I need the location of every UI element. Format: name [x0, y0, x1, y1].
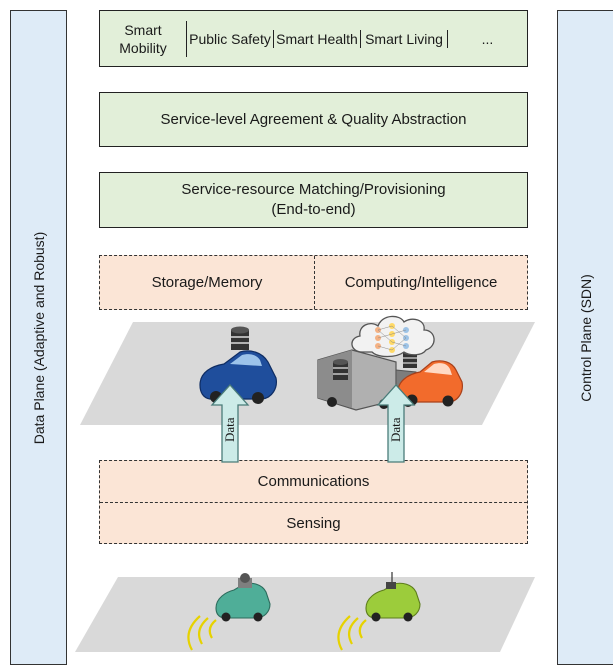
data-arrow-left-label: Data — [222, 417, 237, 442]
resources-divider — [314, 256, 315, 309]
resources-box: Storage/Memory Computing/Intelligence — [99, 255, 528, 310]
application-row: Smart Mobility Public Safety Smart Healt… — [99, 10, 528, 67]
control-plane-bar: Control Plane (SDN) — [557, 10, 613, 665]
data-arrow-right: Data — [376, 384, 416, 463]
sla-box: Service-level Agreement & Quality Abstra… — [99, 92, 528, 147]
data-plane-bar: Data Plane (Adaptive and Robust) — [10, 10, 67, 665]
database-icon — [231, 326, 249, 350]
matching-line-1: Service-resource Matching/Provisioning — [181, 181, 446, 198]
matching-line-2: (End-to-end) — [271, 201, 356, 218]
cloud-neural-network-icon — [351, 315, 435, 358]
app-smart-health: Smart Health — [274, 29, 361, 48]
computing-intelligence: Computing/Intelligence — [344, 274, 498, 291]
wireless-signal-icon — [337, 615, 367, 651]
app-public-safety: Public Safety — [187, 29, 274, 48]
data-arrow-left: Data — [210, 384, 250, 463]
app-smart-living: Smart Living — [361, 29, 448, 48]
sensing-plane — [75, 577, 535, 652]
storage-memory: Storage/Memory — [151, 274, 263, 291]
sensing: Sensing — [286, 514, 341, 532]
teal-car-icon — [215, 573, 271, 622]
data-arrow-right-label: Data — [388, 417, 403, 442]
network-box: Communications Sensing — [99, 460, 528, 544]
communications: Communications — [257, 473, 370, 490]
lime-car-icon — [365, 572, 421, 622]
database-icon — [333, 359, 348, 380]
app-smart-mobility: Smart Mobility — [100, 20, 187, 57]
wireless-signal-icon — [187, 615, 217, 651]
app-more: ... — [481, 30, 494, 47]
network-divider — [100, 502, 527, 503]
matching-box: Service-resource Matching/Provisioning (… — [99, 172, 528, 228]
vehicle-plane — [80, 322, 535, 425]
